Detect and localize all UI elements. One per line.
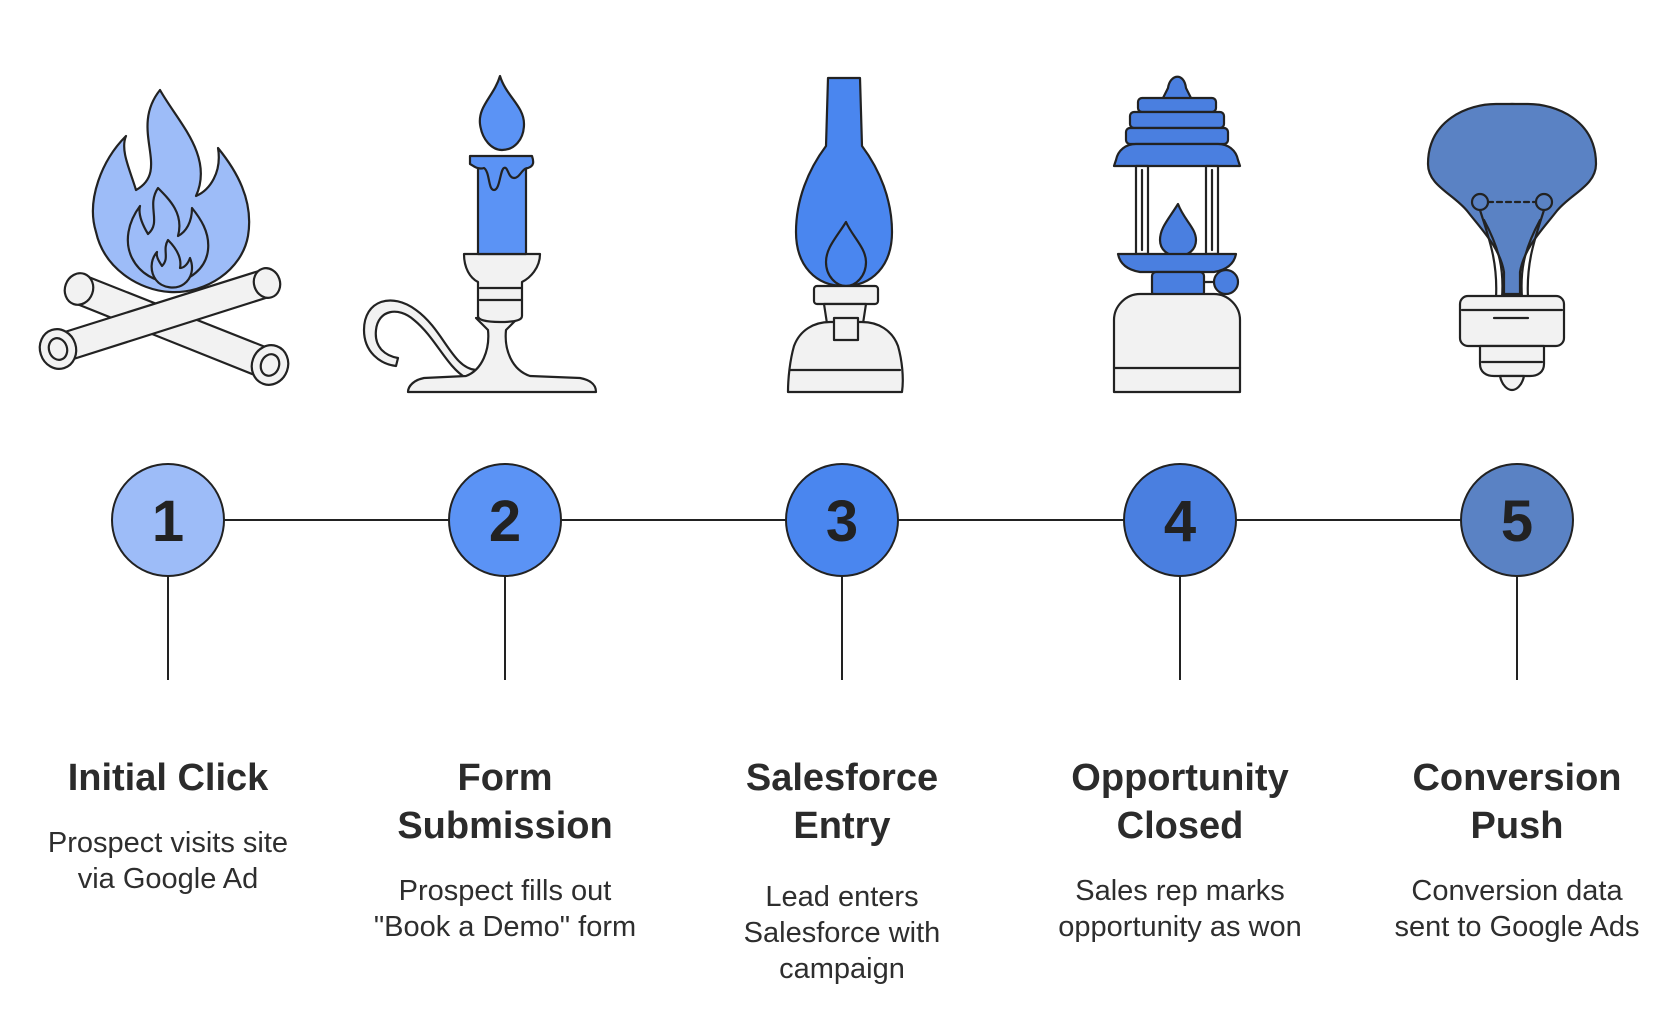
step-number: 1 xyxy=(152,489,184,554)
step-description: Conversion data xyxy=(1411,875,1623,907)
step-description: Prospect visits site xyxy=(48,827,288,859)
step-circle xyxy=(1460,463,1574,577)
step-description: "Book a Demo" form xyxy=(374,911,636,943)
step-description: campaign xyxy=(779,953,905,985)
step-number: 2 xyxy=(489,489,521,554)
candle-icon xyxy=(362,74,598,394)
step-title: Entry xyxy=(793,805,890,847)
step-number: 5 xyxy=(1501,489,1533,554)
step-title: Opportunity xyxy=(1071,757,1288,799)
step-description: Sales rep marks xyxy=(1075,875,1285,907)
light-bulb-icon xyxy=(1426,102,1598,392)
step-circle xyxy=(111,463,225,577)
step-circle xyxy=(1123,463,1237,577)
step-description: Salesforce with xyxy=(744,917,941,949)
campfire-icon xyxy=(38,88,290,386)
step-circle xyxy=(785,463,899,577)
step-title: Push xyxy=(1471,805,1564,847)
step-title: Closed xyxy=(1117,805,1244,847)
step-title: Form xyxy=(458,757,553,799)
step-title: Initial Click xyxy=(68,757,269,799)
step-title: Conversion xyxy=(1412,757,1621,799)
step-description: Lead enters xyxy=(765,881,918,913)
step-description: Prospect fills out xyxy=(399,875,612,907)
oil-lamp-icon xyxy=(786,76,904,394)
lantern-icon xyxy=(1112,75,1242,394)
step-circle xyxy=(448,463,562,577)
step-description: via Google Ad xyxy=(78,863,259,895)
step-description: opportunity as won xyxy=(1058,911,1301,943)
step-title: Submission xyxy=(397,805,612,847)
step-number: 3 xyxy=(826,489,858,554)
step-number: 4 xyxy=(1164,489,1196,554)
step-title: Salesforce xyxy=(746,757,938,799)
step-description: sent to Google Ads xyxy=(1394,911,1639,943)
